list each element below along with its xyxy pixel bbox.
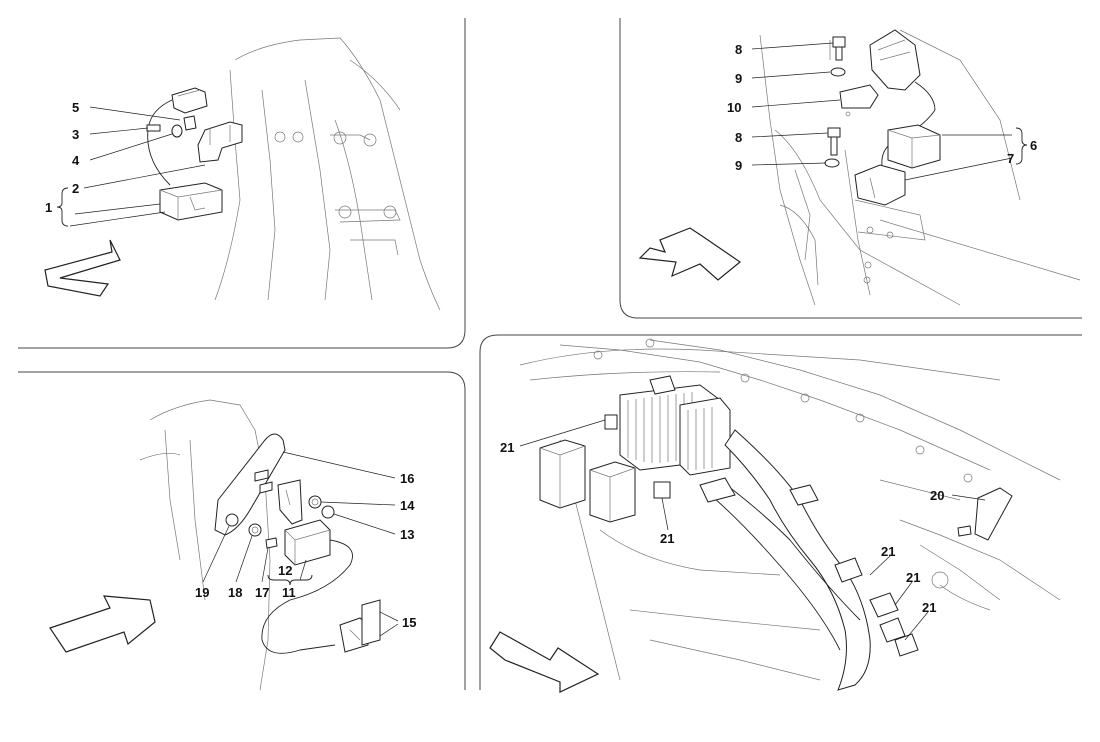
panel-frames (18, 18, 1082, 690)
callout-4: 4 (72, 153, 80, 168)
callout-8-top: 8 (735, 42, 742, 57)
callout-12: 12 (278, 563, 292, 578)
panel-top-right (638, 29, 1081, 306)
callout-13: 13 (400, 527, 414, 542)
callout-9-bottom: 9 (735, 158, 742, 173)
callout-20: 20 (930, 488, 944, 503)
callout-21-harness-b: 21 (906, 570, 920, 585)
callout-labels: 5 3 4 2 1 8 9 10 8 9 6 7 16 14 13 19 18 … (45, 42, 1037, 630)
callout-21-fuse: 21 (500, 440, 514, 455)
callout-9-top: 9 (735, 71, 742, 86)
callout-1: 1 (45, 200, 52, 215)
panel-bottom-right (489, 338, 1061, 693)
panel-top-left (44, 37, 441, 311)
callout-11: 11 (282, 585, 296, 600)
callout-2: 2 (72, 181, 79, 196)
callout-16: 16 (400, 471, 414, 486)
callout-8-bottom: 8 (735, 130, 742, 145)
callout-21-harness-c: 21 (922, 600, 936, 615)
callout-10: 10 (727, 100, 741, 115)
callout-19: 19 (195, 585, 209, 600)
callout-15: 15 (402, 615, 416, 630)
callout-3: 3 (72, 127, 79, 142)
callout-17: 17 (255, 585, 269, 600)
callout-21-harness-a: 21 (881, 544, 895, 559)
callout-5: 5 (72, 100, 79, 115)
callout-21-relay: 21 (660, 531, 674, 546)
callout-18: 18 (228, 585, 242, 600)
callout-14: 14 (400, 498, 415, 513)
panel-bottom-left (49, 399, 399, 691)
callout-6: 6 (1030, 138, 1037, 153)
callout-7: 7 (1007, 151, 1014, 166)
